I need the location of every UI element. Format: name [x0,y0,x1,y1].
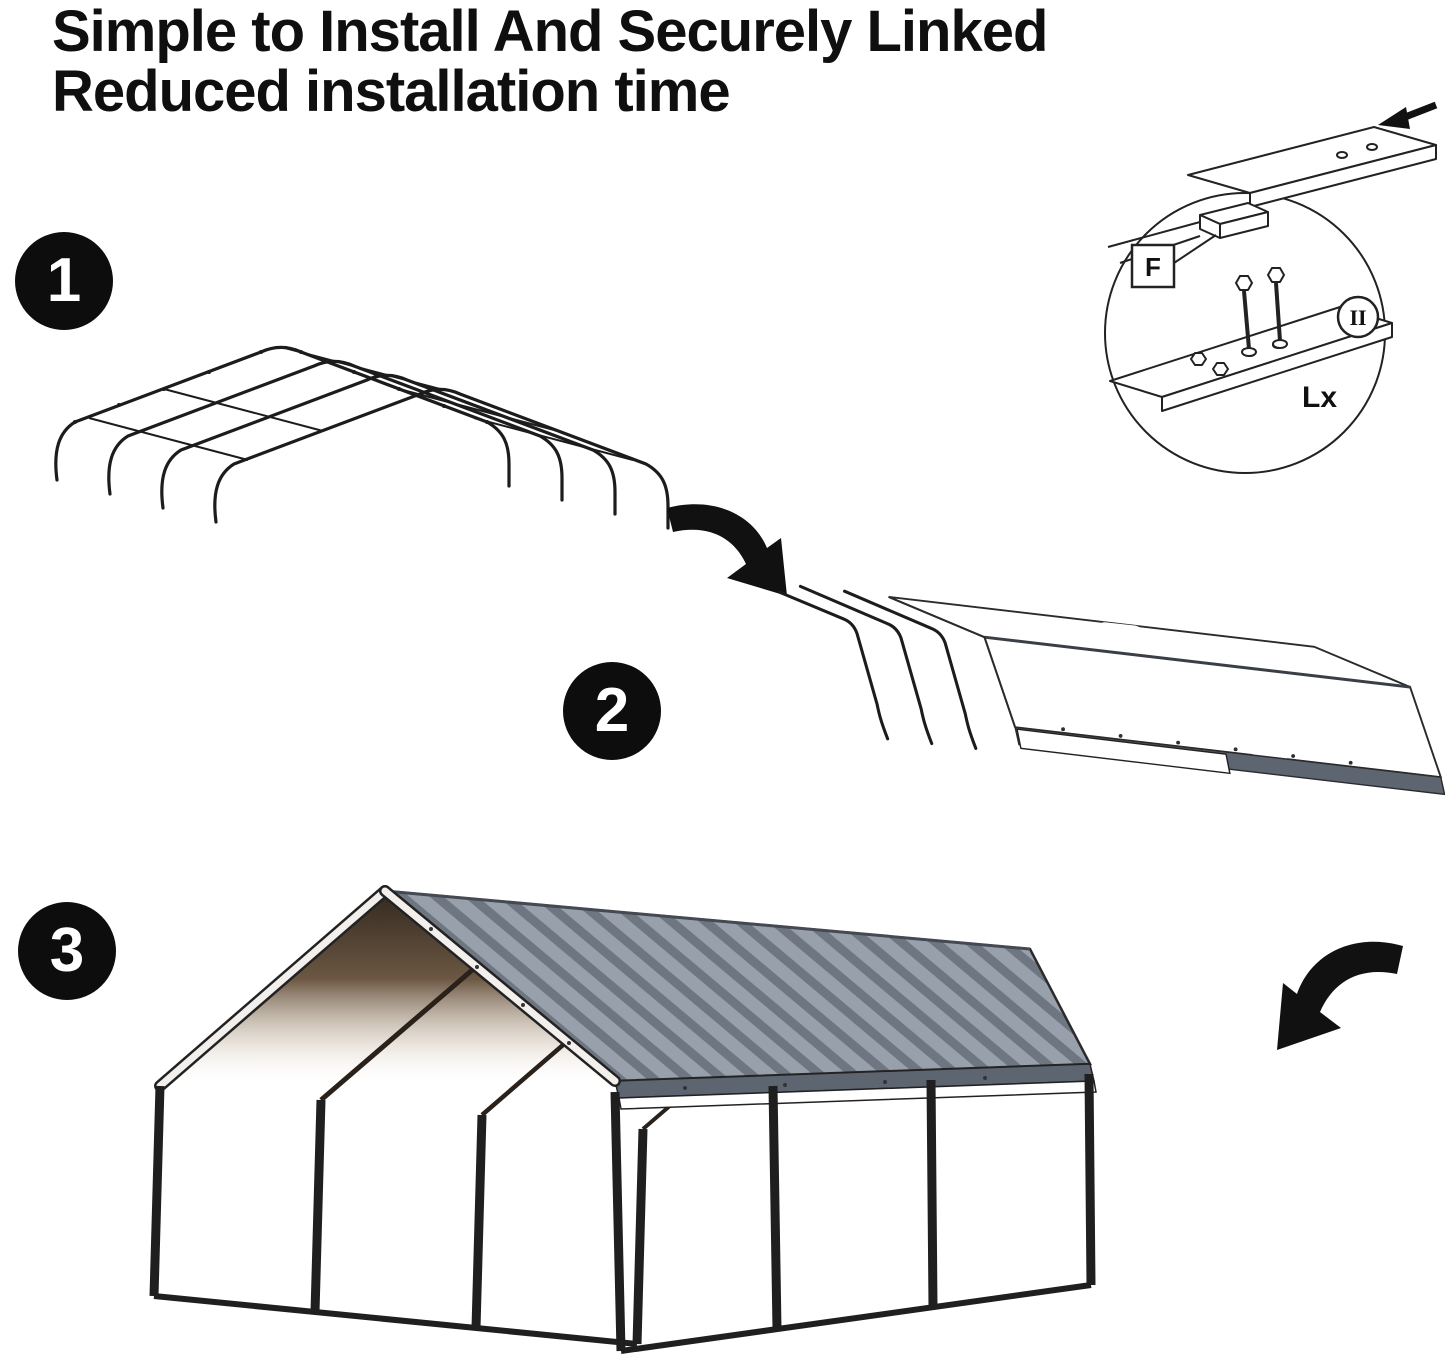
bolt-head-icon [1267,267,1285,283]
page-title: Simple to Install And Securely Linked Re… [52,0,1048,125]
step-1-frame-illustration [54,345,670,530]
ridge-cap [384,889,1031,951]
roof-frame-purlins [88,346,634,461]
carport-legs [149,1073,1096,1352]
detail-marker-ii-badge: II [1336,295,1380,339]
hardware-count-label: Lx [1302,381,1337,414]
missing-panel-gap-near [1222,664,1288,759]
base-rails [153,1282,1092,1354]
arrow-step2-to-step3-icon [1277,941,1403,1050]
rake-trims [154,885,621,1092]
front-fascia-band [1016,728,1231,775]
frame-screw-dots [73,350,489,424]
panel-screw-dots [1061,727,1353,765]
roof-frame-ribs [54,345,670,530]
exposed-frame-ribs [777,584,978,750]
connector-tube [1107,202,1269,264]
step-3-number: 3 [49,916,85,985]
step-2-number: 2 [594,676,630,745]
step-3-badge: 3 [18,902,116,1000]
washer-icon [1272,339,1288,349]
nut-icon [1212,362,1229,376]
gable-underside [160,891,615,1086]
step-2-badge: 2 [563,662,661,760]
arrow-step1-to-step2-icon [667,504,787,596]
insertion-arrow-icon [1378,101,1438,129]
trim-screw-dots [429,927,987,1090]
heading-line-1: Simple to Install And Securely Linked [52,0,1048,64]
nut-icon [1190,352,1207,366]
far-roof-slope-panels [888,595,1411,688]
bolt-hardware [1190,267,1288,376]
part-label-f-box: F [1130,234,1217,289]
step-2-partial-roof-illustration [777,584,1445,796]
eave-fascia-band [618,1080,1097,1110]
part-label-f: F [1145,252,1161,282]
beam-piece [1187,126,1437,208]
step-1-number: 1 [46,246,82,315]
missing-panel-gap-far [1101,621,1232,666]
bolt-head-icon [1235,275,1253,291]
joint-detail-inset: F II Lx [1104,101,1438,474]
ridge-cap [984,635,1411,689]
washer-icon [1241,347,1257,357]
step-1-badge: 1 [15,232,113,330]
step-3-complete-carport-illustration [149,885,1097,1354]
heading-line-2: Reduced installation time [52,59,731,125]
detail-marker-ii: II [1349,305,1366,330]
